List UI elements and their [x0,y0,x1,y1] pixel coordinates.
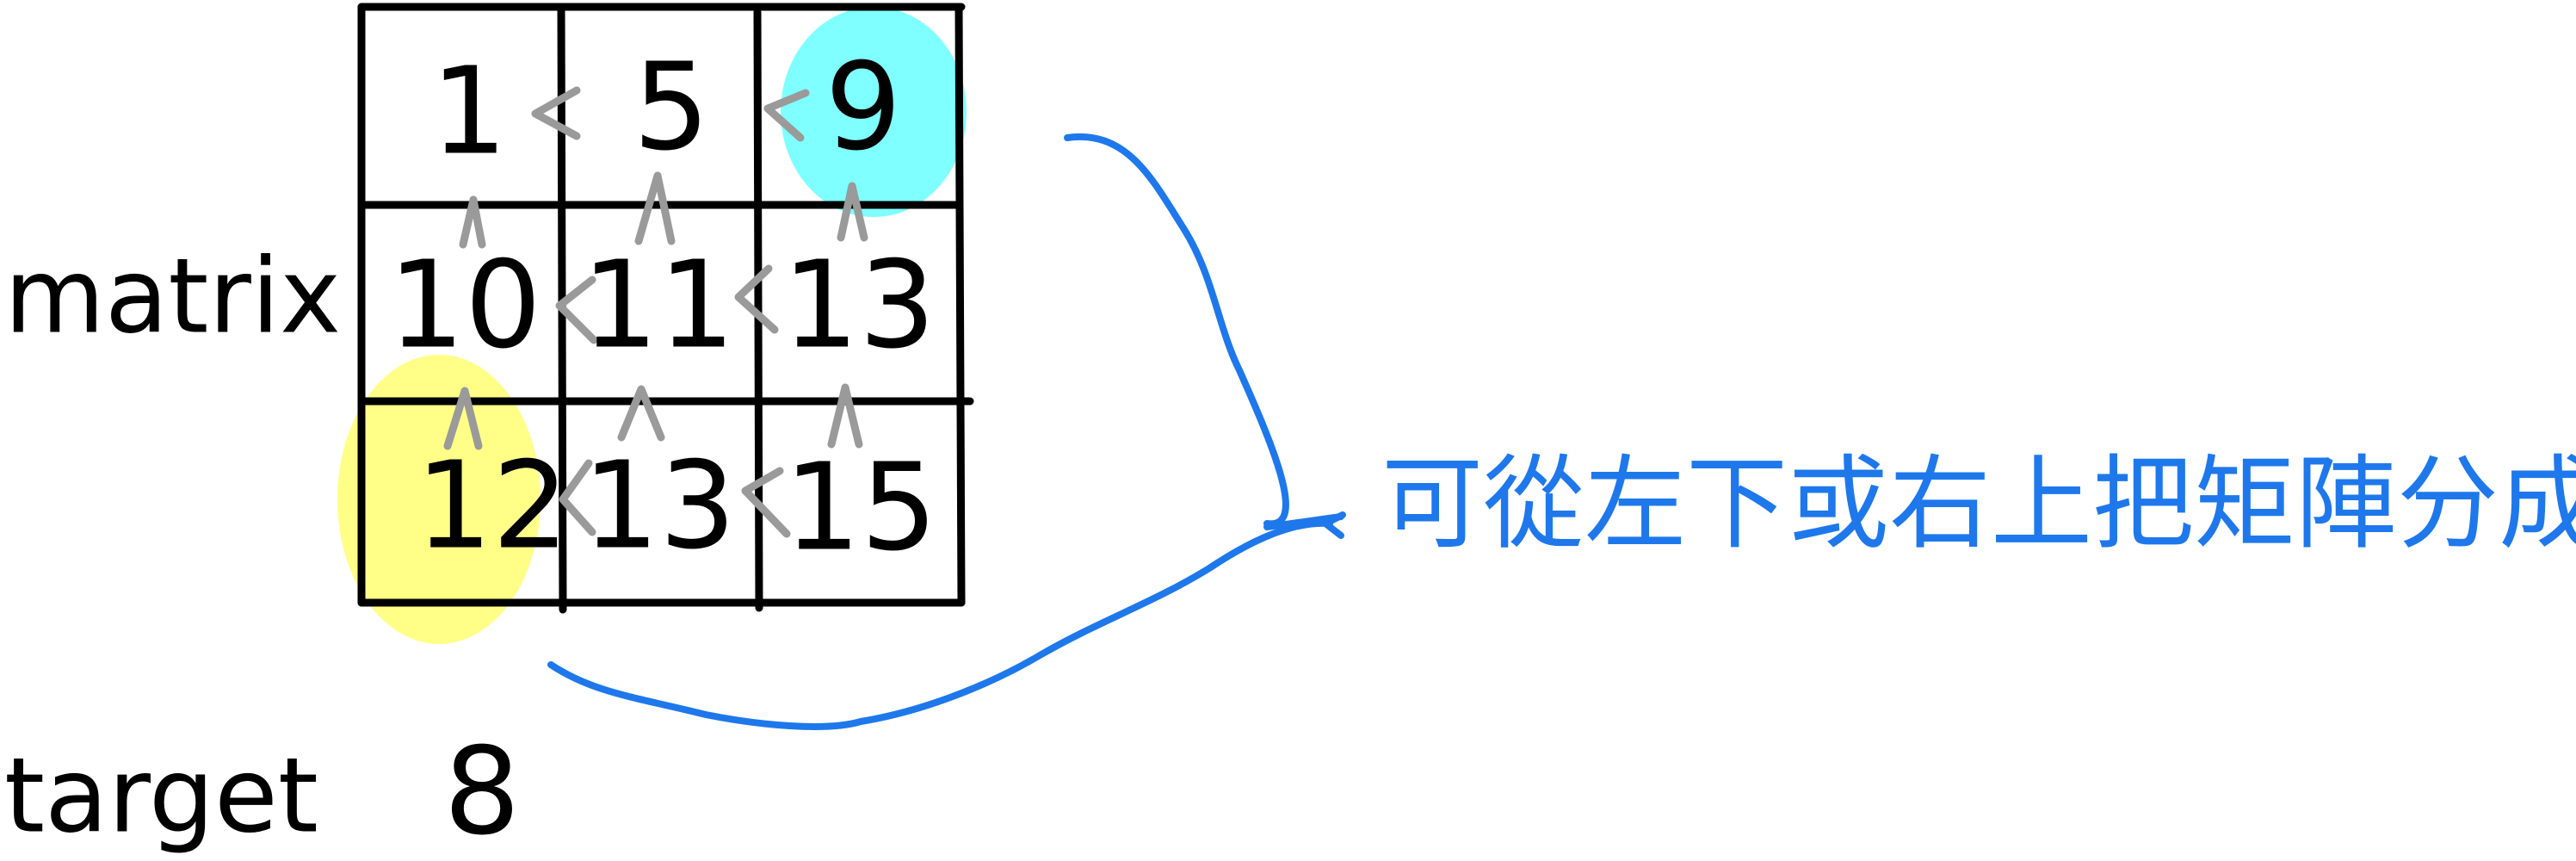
matrix-label: matrix [4,238,341,357]
arrow-shaft [1263,513,1344,530]
cell-r1-c2: 13 [782,236,936,376]
cell-r0-c0: 1 [430,42,507,183]
up-arrows [443,171,868,450]
matrix-cells: 1 5 9 10 11 13 12 13 15 [388,38,937,579]
left-arrows [531,86,810,538]
cell-r1-c1: 11 [582,236,735,376]
target-label: target [4,737,318,857]
cell-r2-c0: 12 [416,437,569,577]
connector-from-bottom-left [547,519,1333,730]
cell-r0-c1: 5 [633,38,709,178]
connector-from-top-right [1064,133,1289,528]
highlight-top-right [781,7,967,217]
cell-r0-c2: 9 [825,38,901,178]
annotation-note: 可從左下或右上把矩陣分成半 [1381,444,2576,563]
highlight-bottom-left [337,355,541,644]
target-value: 8 [443,722,520,861]
cell-r1-c0: 10 [388,236,541,376]
cell-r2-c1: 13 [583,437,736,577]
cell-r2-c2: 15 [784,438,937,579]
